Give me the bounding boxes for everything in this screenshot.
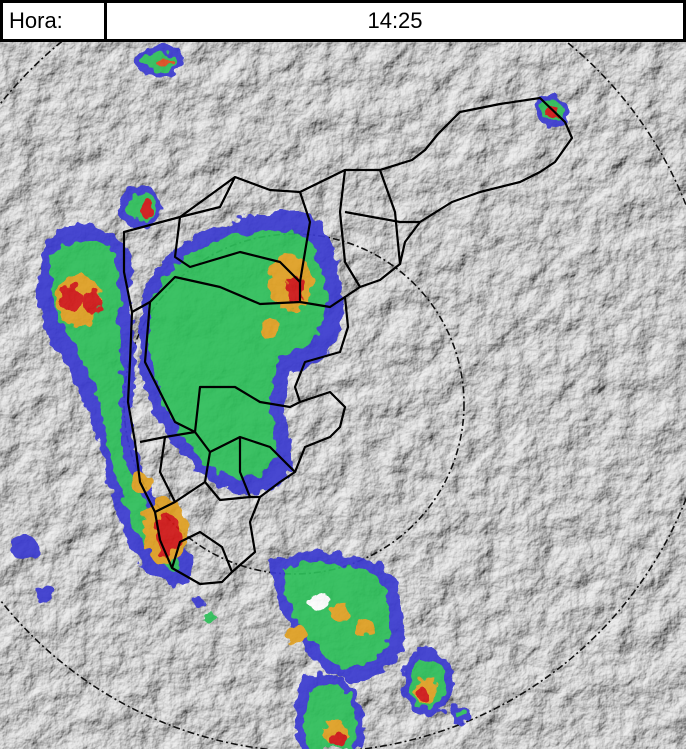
time-value: 14:25 xyxy=(367,8,423,33)
radar-map[interactable] xyxy=(0,42,686,749)
time-label: Hora: xyxy=(3,3,107,39)
admin-boundaries xyxy=(122,96,574,586)
time-header: Hora: 14:25 xyxy=(0,0,686,42)
